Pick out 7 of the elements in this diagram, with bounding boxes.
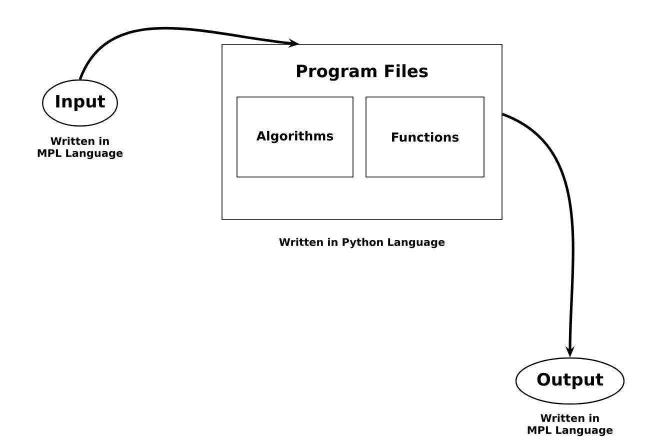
process-box: Functions [366, 96, 484, 178]
caption-text: Written in MPL Language [528, 414, 613, 436]
process-box: Algorithms [236, 96, 354, 178]
ellipse-node: Output [515, 357, 625, 405]
caption-text: Written in MPL Language [38, 136, 123, 160]
ellipse-node: Input [42, 79, 118, 127]
caption-text: Written in Python Language [279, 238, 445, 248]
